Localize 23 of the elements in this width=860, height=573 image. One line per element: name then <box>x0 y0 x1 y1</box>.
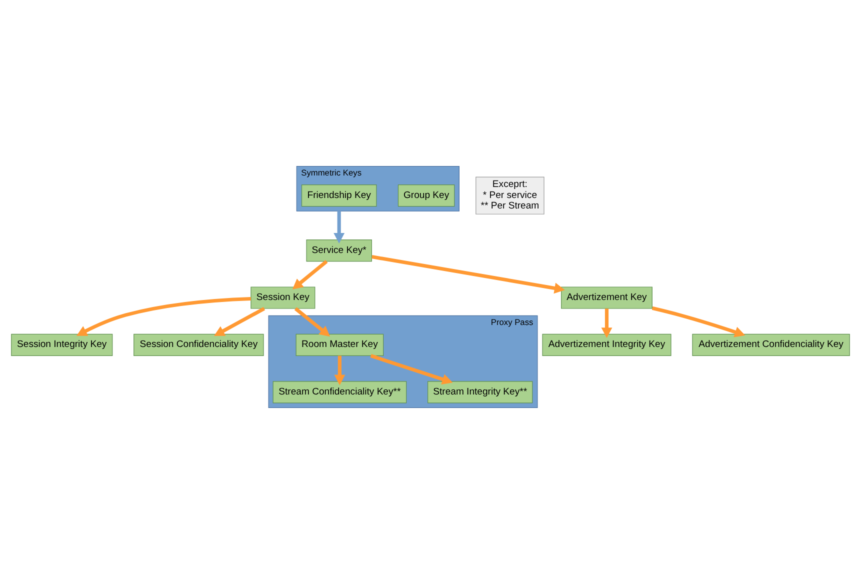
node-box: Session Integrity Key <box>10 333 112 356</box>
node-box: Session Key <box>250 286 315 308</box>
arrow <box>292 259 328 289</box>
node-box: Friendship Key <box>300 184 376 206</box>
node-box: Room Master Key <box>295 333 384 356</box>
node-box: Service Key* <box>306 239 372 262</box>
node-box: Exceprt: * Per service ** Per Stream <box>475 176 544 214</box>
arrow <box>371 254 564 294</box>
arrow <box>213 306 265 336</box>
node-box: Session Confidenciality Key <box>133 333 264 356</box>
node-box: Advertizement Key <box>560 286 652 308</box>
node-box: Stream Integrity Key** <box>427 380 532 403</box>
arrow <box>334 355 345 385</box>
arrow <box>76 296 250 336</box>
node-box: Stream Confidenciality Key** <box>272 380 406 403</box>
arrow <box>370 354 452 384</box>
node-box: Advertizement Integrity Key <box>542 333 671 356</box>
arrow <box>651 306 745 337</box>
arrow <box>294 306 330 336</box>
arrow <box>600 308 612 338</box>
node-box: Advertizement Confidenciality Key <box>692 333 850 356</box>
arrow <box>333 210 344 243</box>
node-box: Group Key <box>397 184 454 206</box>
